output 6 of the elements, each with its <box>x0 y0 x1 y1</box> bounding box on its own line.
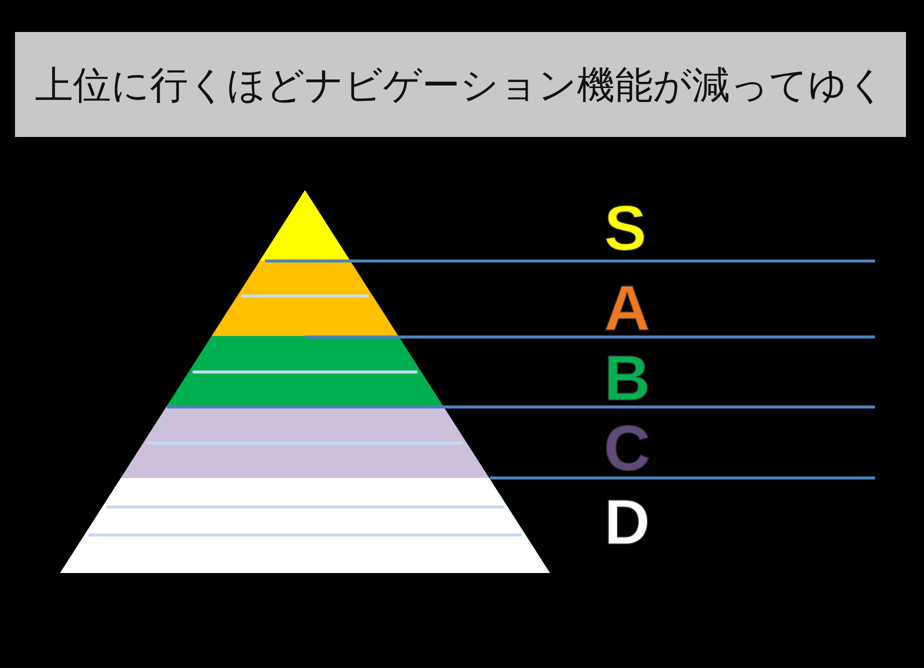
rank-letter: C <box>604 416 650 480</box>
rank-letter: S <box>604 196 647 260</box>
rank-letter: D <box>604 490 650 554</box>
title: 上位に行くほどナビゲーション機能が減ってゆく <box>34 62 887 108</box>
rank-letter: A <box>604 276 650 340</box>
rank-letter: B <box>604 346 650 410</box>
